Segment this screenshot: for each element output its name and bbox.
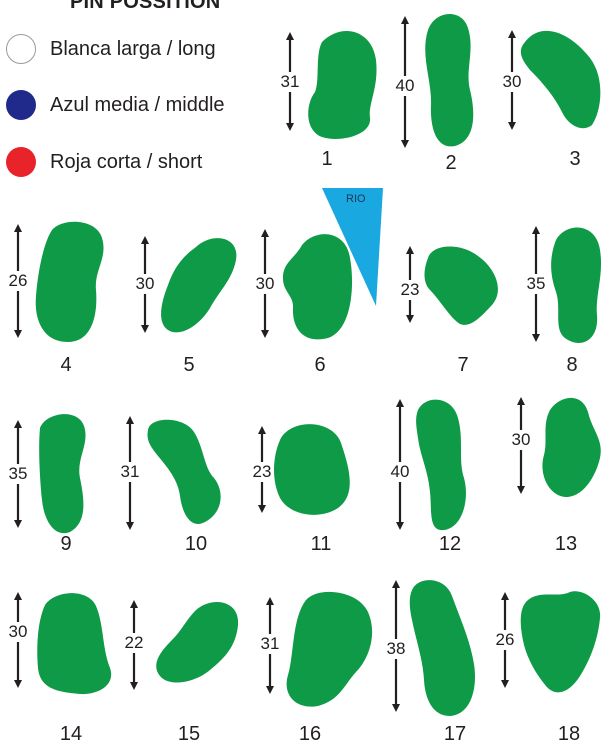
depth-label-hole-11: 23 xyxy=(252,462,273,482)
green-shape-hole-9 xyxy=(39,414,85,533)
depth-label-hole-14: 30 xyxy=(8,622,29,642)
hole-number-12: 12 xyxy=(430,533,470,556)
depth-label-hole-5: 30 xyxy=(135,274,156,294)
hole-number-2: 2 xyxy=(431,152,471,175)
depth-label-hole-15: 22 xyxy=(124,633,145,653)
depth-label-hole-4: 26 xyxy=(8,271,29,291)
hole-number-1: 1 xyxy=(307,148,347,171)
hole-number-10: 10 xyxy=(176,533,216,556)
green-shape-hole-17 xyxy=(410,580,475,716)
depth-label-hole-12: 40 xyxy=(390,462,411,482)
hole-number-9: 9 xyxy=(46,533,86,556)
hole-number-16: 16 xyxy=(290,723,330,746)
hole-number-6: 6 xyxy=(300,354,340,377)
hole-number-14: 14 xyxy=(51,723,91,746)
hole-number-11: 11 xyxy=(301,533,341,556)
depth-label-hole-18: 26 xyxy=(495,630,516,650)
hole-number-4: 4 xyxy=(46,354,86,377)
hole-number-3: 3 xyxy=(555,148,595,171)
river-label: RIO xyxy=(346,193,366,205)
depth-label-hole-10: 31 xyxy=(120,462,141,482)
depth-label-hole-1: 31 xyxy=(280,72,301,92)
green-shape-hole-13 xyxy=(542,398,600,497)
depth-label-hole-8: 35 xyxy=(526,274,547,294)
green-shape-hole-1 xyxy=(308,31,376,139)
depth-label-hole-2: 40 xyxy=(395,76,416,96)
depth-label-hole-7: 23 xyxy=(400,280,421,300)
green-shape-hole-8 xyxy=(551,228,601,343)
hole-number-15: 15 xyxy=(169,723,209,746)
hole-number-8: 8 xyxy=(552,354,592,377)
green-shape-hole-18 xyxy=(521,591,600,692)
depth-label-hole-13: 30 xyxy=(511,430,532,450)
green-shape-hole-12 xyxy=(416,400,466,531)
green-shape-hole-15 xyxy=(156,602,238,683)
hole-number-5: 5 xyxy=(169,354,209,377)
depth-label-hole-17: 38 xyxy=(386,639,407,659)
hole-number-18: 18 xyxy=(549,723,589,746)
depth-label-hole-16: 31 xyxy=(260,634,281,654)
depth-label-hole-3: 30 xyxy=(502,72,523,92)
hole-number-17: 17 xyxy=(435,723,475,746)
green-shape-hole-4 xyxy=(36,222,104,342)
green-shape-hole-10 xyxy=(147,420,220,524)
green-shape-hole-6 xyxy=(283,234,352,339)
hole-number-7: 7 xyxy=(443,354,483,377)
green-shape-hole-11 xyxy=(274,424,350,515)
green-shape-hole-14 xyxy=(37,593,111,694)
green-shape-hole-7 xyxy=(425,246,498,324)
green-shape-hole-5 xyxy=(161,238,236,332)
depth-label-hole-9: 35 xyxy=(8,464,29,484)
green-shape-hole-3 xyxy=(521,31,601,128)
green-shape-hole-16 xyxy=(287,592,372,707)
green-shape-hole-2 xyxy=(425,14,473,146)
hole-number-13: 13 xyxy=(546,533,586,556)
depth-label-hole-6: 30 xyxy=(255,274,276,294)
